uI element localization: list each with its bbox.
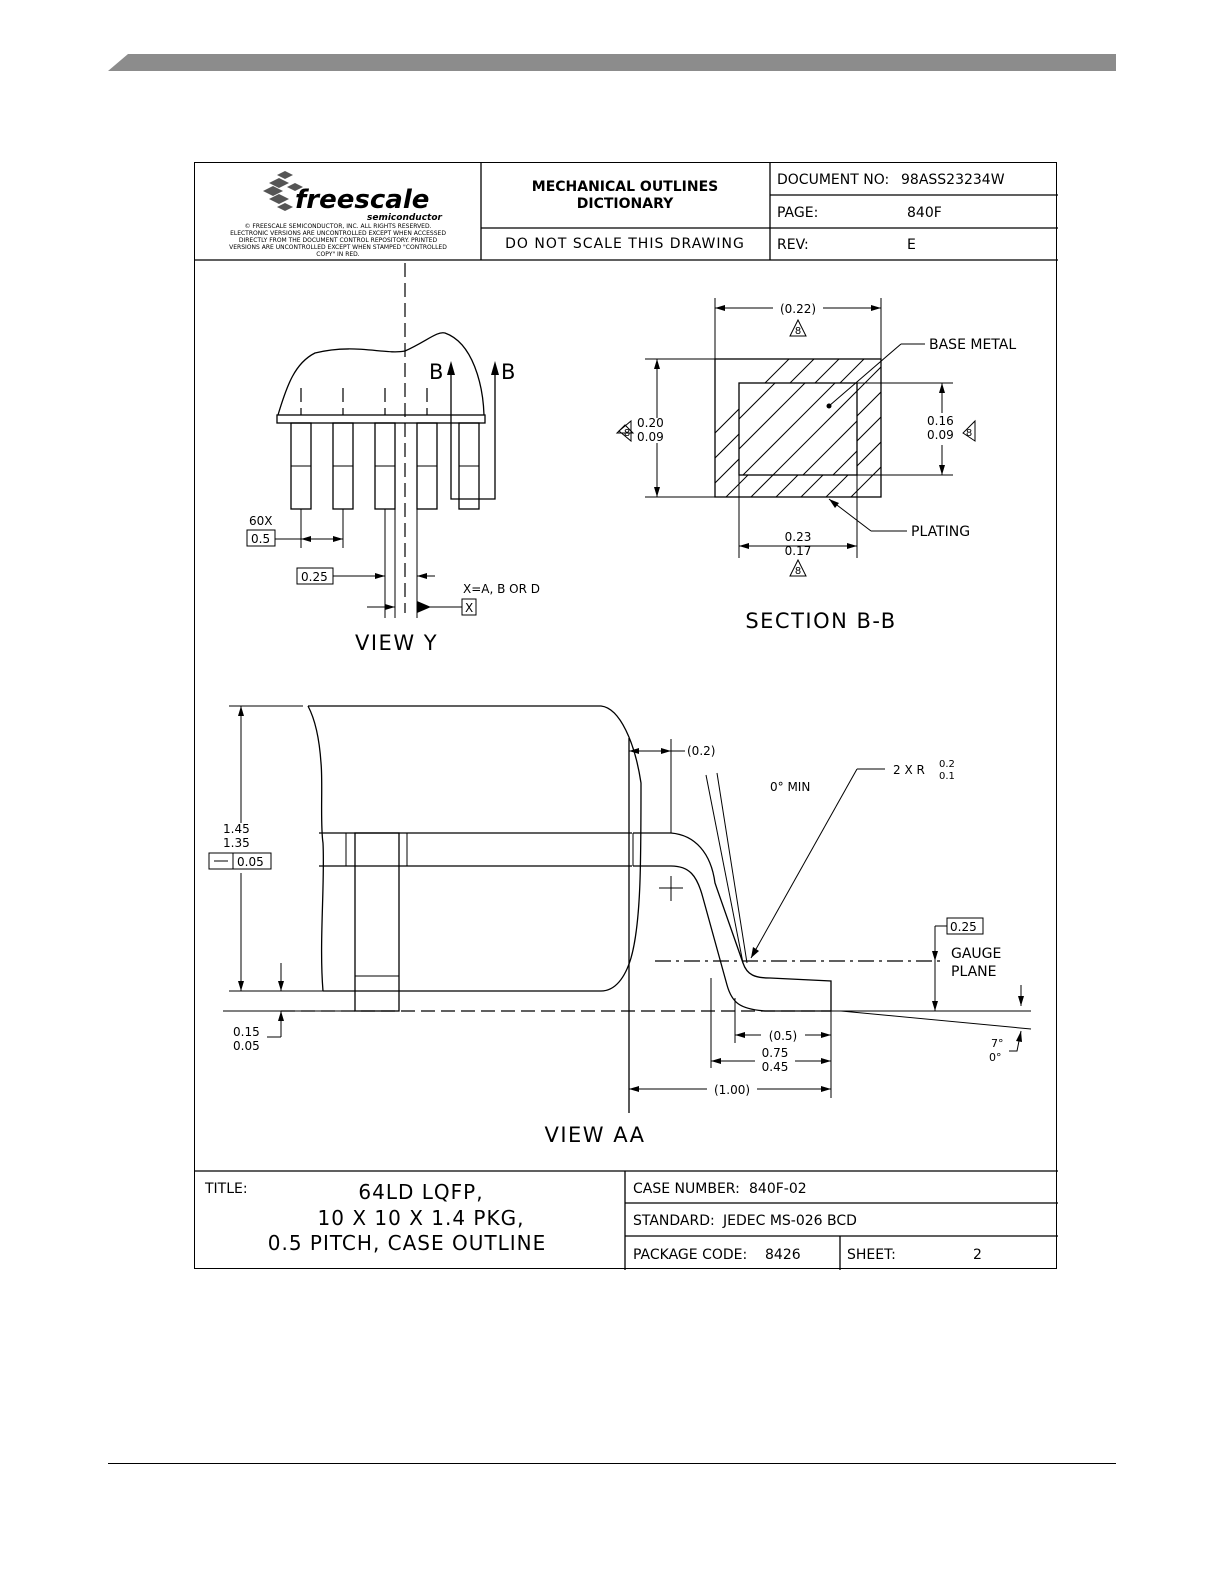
copyright-line-4: VERSIONS ARE UNCONTROLLED EXCEPT WHEN ST… bbox=[229, 244, 447, 251]
aa-radius-min: 0.1 bbox=[939, 771, 955, 782]
aa-gauge-line2: PLANE bbox=[951, 964, 996, 980]
view-y-title: VIEW Y bbox=[355, 631, 438, 655]
aa-foot-ref: (0.5) bbox=[769, 1029, 797, 1043]
drawing-sheet: freescale semiconductor © FREESCALE SEMI… bbox=[194, 162, 1058, 1270]
footer-rule bbox=[108, 1463, 1116, 1464]
aa-radius-prefix: 2 X R bbox=[893, 763, 925, 777]
aa-angle-max: 7° bbox=[991, 1037, 1004, 1050]
drawing-canvas: freescale semiconductor © FREESCALE SEMI… bbox=[195, 163, 1058, 1270]
dictionary-title-2: DICTIONARY bbox=[577, 196, 674, 212]
dictionary-title-1: MECHANICAL OUTLINES bbox=[532, 179, 718, 195]
do-not-scale-note: DO NOT SCALE THIS DRAWING bbox=[505, 236, 745, 252]
aa-gauge: 0.25 bbox=[950, 920, 977, 934]
datum-box: X bbox=[465, 601, 473, 615]
aa-standoff-max: 0.15 bbox=[233, 1025, 260, 1039]
standard-value: JEDEC MS-026 BCD bbox=[722, 1213, 857, 1229]
standard-label: STANDARD: bbox=[633, 1213, 715, 1229]
width-value: 0.25 bbox=[301, 570, 328, 584]
page-label: PAGE: bbox=[777, 205, 818, 221]
bb-note-left: 8 bbox=[624, 428, 630, 439]
bb-bottom-max: 0.23 bbox=[785, 530, 812, 544]
section-label-b-left: B bbox=[429, 360, 445, 384]
aa-foot-max: 0.75 bbox=[762, 1046, 789, 1060]
aa-standoff-min: 0.05 bbox=[233, 1039, 260, 1053]
bb-right-max: 0.16 bbox=[927, 414, 954, 428]
aa-radius-max: 0.2 bbox=[939, 759, 955, 770]
pitch-value: 0.5 bbox=[251, 532, 270, 546]
freescale-logo: freescale semiconductor © FREESCALE SEMI… bbox=[229, 171, 447, 258]
datum-note: X=A, B OR D bbox=[463, 582, 540, 596]
aa-gauge-line1: GAUGE bbox=[951, 946, 1001, 962]
copyright-line-5: COPY" IN RED. bbox=[316, 251, 359, 258]
aa-angle-min: 0° MIN bbox=[770, 780, 810, 794]
aa-height-min: 1.35 bbox=[223, 836, 250, 850]
bb-bottom-min: 0.17 bbox=[785, 544, 812, 558]
aa-lead-dim: (0.2) bbox=[687, 744, 715, 758]
bb-left-max: 0.20 bbox=[637, 416, 664, 430]
bb-left-min: 0.09 bbox=[637, 430, 664, 444]
aa-foot-min: 0.45 bbox=[762, 1060, 789, 1074]
page-value: 840F bbox=[907, 205, 942, 221]
copyright-line-1: © FREESCALE SEMICONDUCTOR, INC. ALL RIGH… bbox=[244, 223, 431, 230]
bb-note-top: 8 bbox=[795, 326, 801, 337]
title-block-bottom: TITLE: 64LD LQFP, 10 X 10 X 1.4 PKG, 0.5… bbox=[195, 1170, 1058, 1270]
title-line-1: 64LD LQFP, bbox=[358, 1180, 483, 1204]
bb-top-dim: (0.22) bbox=[780, 302, 816, 316]
sheet-value: 2 bbox=[973, 1247, 982, 1263]
copyright-line-3: DIRECTLY FROM THE DOCUMENT CONTROL REPOS… bbox=[239, 237, 438, 244]
title-label: TITLE: bbox=[204, 1181, 248, 1197]
section-label-b-right: B bbox=[501, 360, 517, 384]
view-y: B B 60X 0.5 0.25 X X=A, B OR D VIEW Y bbox=[246, 263, 540, 655]
doc-no-label: DOCUMENT NO: bbox=[777, 172, 889, 188]
aa-flatness: 0.05 bbox=[237, 855, 264, 869]
plating-label: PLATING bbox=[911, 524, 970, 540]
copyright-line-2: ELECTRONIC VERSIONS ARE UNCONTROLLED EXC… bbox=[230, 230, 446, 237]
aa-total-ref: (1.00) bbox=[714, 1083, 750, 1097]
section-bb-title: SECTION B-B bbox=[745, 609, 896, 633]
case-number-value: 840F-02 bbox=[749, 1181, 807, 1197]
bb-right-min: 0.09 bbox=[927, 428, 954, 442]
view-aa-title: VIEW AA bbox=[544, 1123, 645, 1147]
title-line-2: 10 X 10 X 1.4 PKG, bbox=[318, 1206, 525, 1230]
aa-height-max: 1.45 bbox=[223, 822, 250, 836]
title-block-top: freescale semiconductor © FREESCALE SEMI… bbox=[195, 163, 1058, 261]
rev-label: REV: bbox=[777, 237, 809, 253]
doc-no-value: 98ASS23234W bbox=[901, 172, 1005, 188]
package-code-label: PACKAGE CODE: bbox=[633, 1247, 747, 1263]
header-bar bbox=[108, 54, 1116, 71]
logo-text: freescale bbox=[295, 185, 429, 215]
bb-note-bottom: 8 bbox=[795, 566, 801, 577]
case-number-label: CASE NUMBER: bbox=[633, 1181, 740, 1197]
section-bb: (0.22) 8 8 0.20 0.09 0.16 0.09 8 0.23 bbox=[615, 298, 1016, 633]
pitch-count: 60X bbox=[249, 514, 273, 528]
package-code-value: 8426 bbox=[765, 1247, 801, 1263]
logo-subtext: semiconductor bbox=[367, 213, 443, 223]
sheet-label: SHEET: bbox=[847, 1247, 896, 1263]
rev-value: E bbox=[907, 237, 916, 253]
view-aa: 1.45 1.35 0.05 0.15 0.05 (0.2) 0° MIN 2 … bbox=[208, 705, 1032, 1147]
aa-angle-zero: 0° bbox=[989, 1051, 1002, 1064]
title-line-3: 0.5 PITCH, CASE OUTLINE bbox=[268, 1231, 546, 1255]
base-metal-label: BASE METAL bbox=[929, 337, 1016, 353]
logo-diamonds-icon bbox=[263, 171, 303, 211]
bb-note-right: 8 bbox=[966, 428, 972, 439]
